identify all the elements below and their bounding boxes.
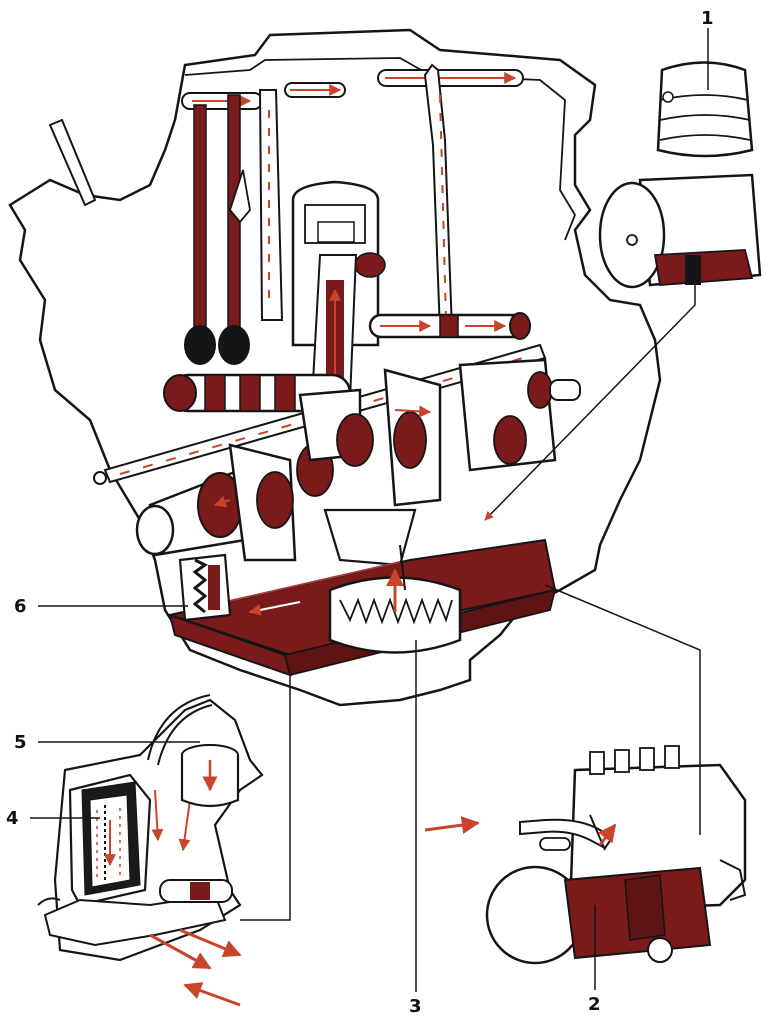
oil-cooler-filter-assembly <box>53 694 264 962</box>
sump-to-pump-line <box>544 584 701 835</box>
rocker-shaft-right <box>377 69 524 87</box>
air-compressor <box>598 61 762 289</box>
compressor-oil-line <box>484 285 696 521</box>
label-1-compressor: 1 <box>701 8 714 29</box>
rocker-oil-riser <box>423 63 454 334</box>
crankshaft <box>135 358 581 567</box>
oil-pump <box>328 544 462 654</box>
pressure-relief-valve <box>178 553 232 622</box>
label-2-injection-pump: 2 <box>588 994 601 1015</box>
dipstick-tube <box>48 118 97 207</box>
label-3-oil-pump: 3 <box>409 996 422 1017</box>
oil-filter <box>68 773 152 907</box>
label-6-pressure-relief-valve: 6 <box>14 596 27 617</box>
pushrods <box>184 89 284 365</box>
label-5-oil-cooler: 5 <box>14 732 27 753</box>
engine-block-outline <box>8 28 662 707</box>
injection-pump <box>424 745 747 965</box>
sump-to-filter-line <box>240 675 291 921</box>
label-4-oil-filter: 4 <box>6 808 19 829</box>
filter-base-outlet <box>37 879 242 1007</box>
oil-cooler <box>180 744 240 808</box>
connecting-rod <box>310 254 358 401</box>
upper-oil-gallery <box>368 312 531 340</box>
